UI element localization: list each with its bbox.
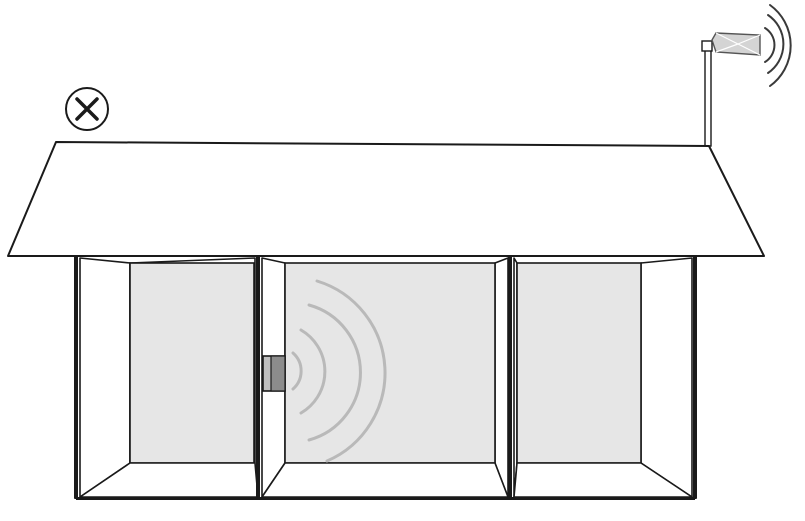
indoor-antenna-icon: [262, 355, 286, 392]
directional-antenna-icon: [711, 32, 761, 56]
outdoor-antenna-mast: [701, 40, 713, 147]
x-circle-icon: [65, 87, 109, 131]
signal-waves-icon: [291, 279, 387, 463]
right-room: [510, 255, 695, 500]
center-room: [258, 255, 510, 500]
house-roof: [7, 141, 765, 257]
outdoor-signal-waves-icon: [764, 4, 792, 87]
left-room: [76, 255, 259, 500]
